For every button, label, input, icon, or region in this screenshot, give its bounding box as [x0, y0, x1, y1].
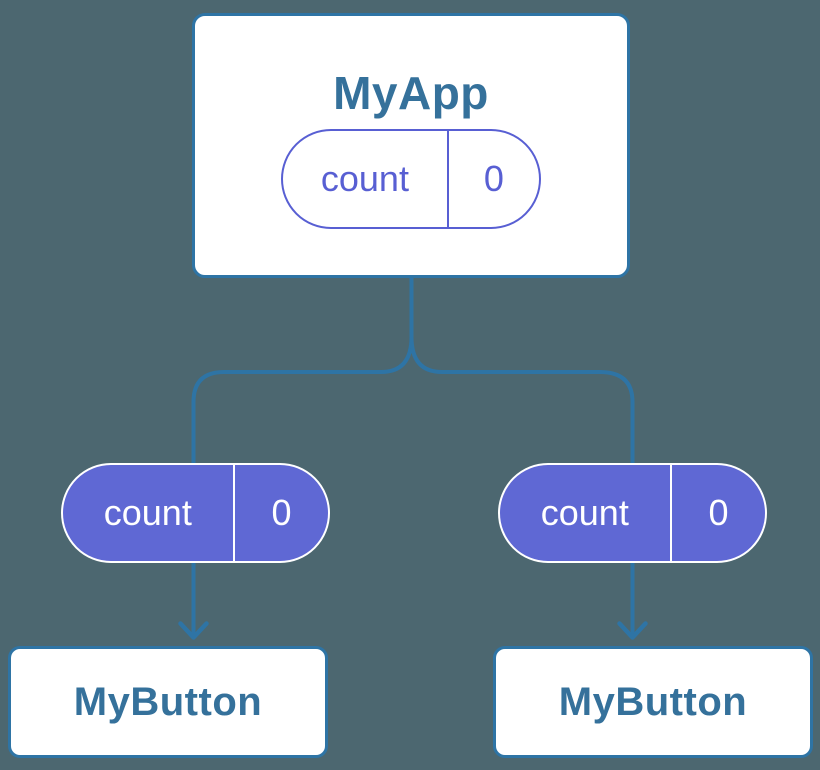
arrow-down-icon: [178, 621, 209, 640]
prop-pill-label: count: [540, 492, 629, 533]
pill-divider: [669, 465, 673, 561]
state-pill-value: 0: [483, 158, 504, 199]
pill-divider: [232, 465, 236, 561]
component-node-myapp: MyApp count 0: [192, 13, 630, 278]
component-node-mybutton-left: MyButton: [8, 646, 328, 758]
state-pill-label: count: [320, 158, 409, 199]
component-node-mybutton-right: MyButton: [493, 646, 813, 758]
state-pill: count 0: [281, 129, 541, 229]
prop-pill-label: count: [103, 492, 192, 533]
component-title: MyApp: [333, 67, 489, 119]
component-title: MyButton: [558, 680, 748, 724]
component-title: MyButton: [73, 680, 263, 724]
arrow-down-icon: [617, 621, 648, 640]
prop-pill-value: 0: [271, 492, 292, 533]
prop-pill-right: count 0: [498, 463, 767, 563]
prop-pill-left: count 0: [61, 463, 330, 563]
pill-divider: [446, 131, 449, 227]
prop-pill-value: 0: [708, 492, 729, 533]
